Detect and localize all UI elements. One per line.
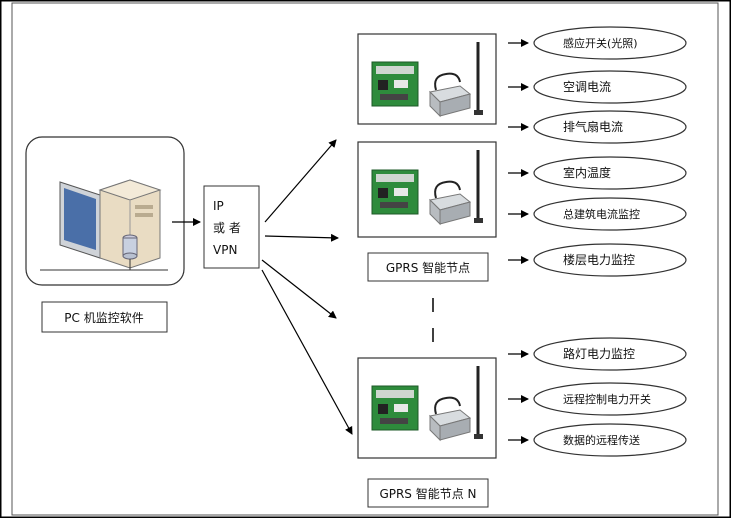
function-label: 室内温度: [563, 165, 611, 180]
gprs-modem-icon: [428, 366, 483, 442]
pc-label: PC 机监控软件: [64, 311, 143, 325]
gprs-node-1: [357, 33, 497, 125]
function-label: 数据的远程传送: [563, 433, 640, 447]
gprs-modem-icon: [428, 150, 483, 226]
function-item: 总建筑电流监控: [533, 197, 687, 231]
function-item: 远程控制电力开关: [533, 382, 687, 416]
function-item: 空调电流: [533, 70, 687, 104]
circuit-board-icon: [371, 61, 419, 107]
network-to-node-n-arrow: [261, 269, 353, 435]
pc-label-box: [41, 301, 168, 333]
function-item: 楼层电力监控: [533, 243, 687, 277]
node-2-caption-box: [367, 252, 489, 282]
gprs-node-2: [357, 141, 497, 238]
network-to-node-1-arrow: [264, 139, 337, 223]
function-item: 数据的远程传送: [533, 423, 687, 457]
function-item: 感应开关(光照): [533, 26, 687, 60]
network-line-2: 或 者: [213, 221, 241, 235]
network-to-mid-arrow: [261, 259, 337, 319]
network-box: [203, 185, 260, 269]
function-label: 楼层电力监控: [563, 252, 635, 267]
function-label: 空调电流: [563, 80, 611, 94]
circuit-board-icon: [371, 169, 419, 215]
gprs-node-3: [357, 357, 497, 459]
node-n-caption: GPRS 智能节点 N: [379, 486, 476, 501]
network-line-1: IP: [213, 199, 224, 213]
pc-panel: [25, 136, 185, 286]
computer-icon: [40, 179, 168, 271]
function-label: 感应开关(光照): [563, 36, 638, 50]
function-label: 总建筑电流监控: [563, 207, 640, 221]
node-2-caption: GPRS 智能节点: [386, 260, 470, 275]
node-n-caption-box: [367, 478, 489, 508]
function-item: 路灯电力监控: [533, 337, 687, 371]
function-item: 排气扇电流: [533, 110, 687, 144]
network-line-3: VPN: [213, 243, 237, 257]
function-label: 路灯电力监控: [563, 346, 635, 361]
gprs-modem-icon: [428, 42, 483, 118]
circuit-board-icon: [371, 385, 419, 431]
function-label: 远程控制电力开关: [563, 392, 651, 406]
function-item: 室内温度: [533, 156, 687, 190]
function-label: 排气扇电流: [563, 119, 623, 134]
inner-frame: [11, 2, 719, 516]
network-to-node-2-arrow: [264, 233, 339, 242]
